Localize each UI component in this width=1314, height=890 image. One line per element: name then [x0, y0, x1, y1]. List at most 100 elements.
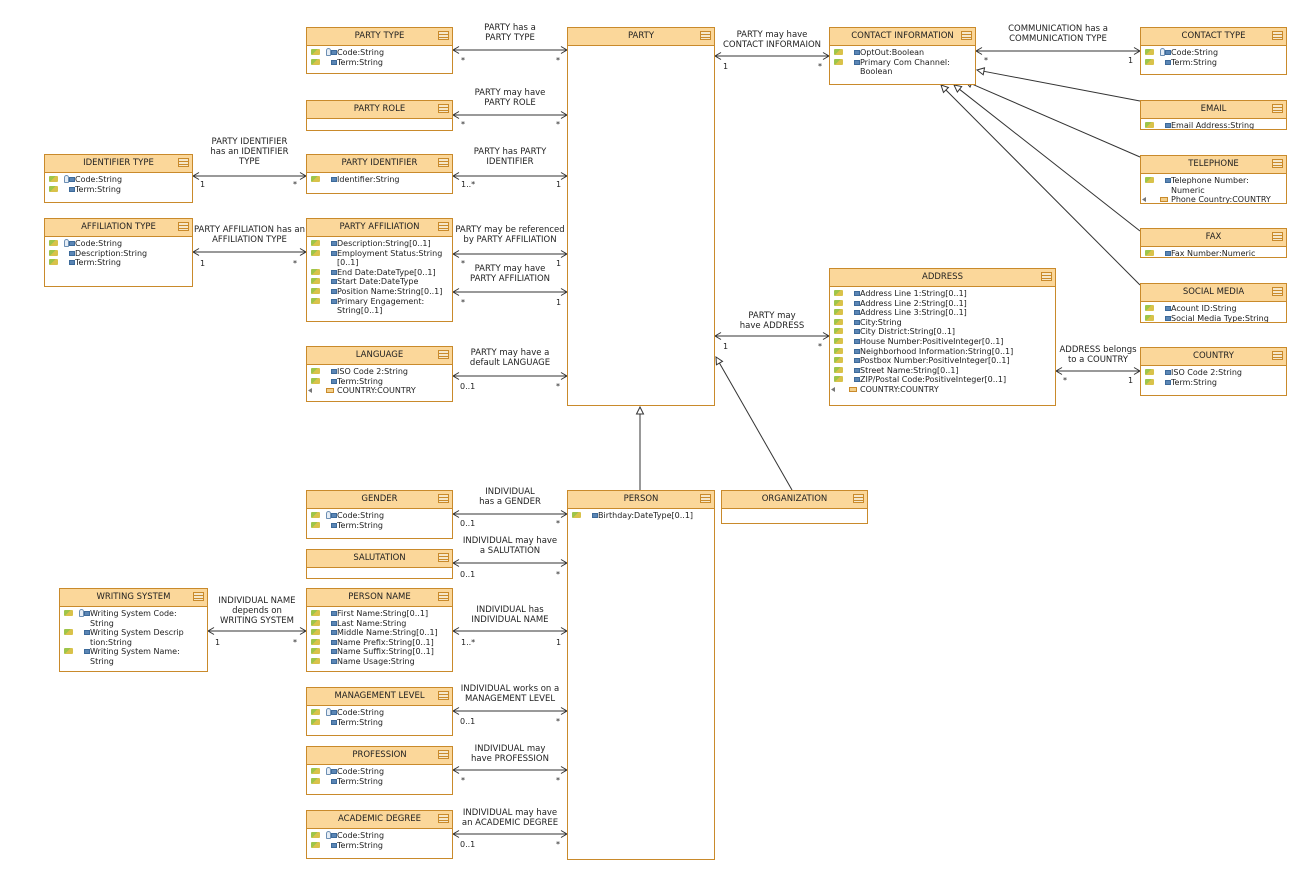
class-title: ADDRESS: [922, 272, 963, 282]
attribute-row: Description:String[0..1]: [307, 239, 452, 249]
class-header: SALUTATION: [307, 550, 452, 568]
attribute-row: ISO Code 2:String: [1141, 368, 1286, 378]
class-organization[interactable]: ORGANIZATION: [721, 490, 868, 524]
class-party[interactable]: PARTY: [567, 27, 715, 406]
attribute-text: First Name:String[0..1]: [337, 609, 429, 618]
generalization-telephone[interactable]: [963, 80, 1141, 158]
generalization-line: [719, 362, 793, 491]
attribute-row: Name Suffix:String[0..1]: [307, 647, 452, 657]
association-label: INDIVIDUAL NAME: [471, 615, 548, 625]
attribute-row: Writing System Descrip tion:String: [60, 628, 207, 647]
generalization-organization[interactable]: [715, 356, 793, 491]
attribute-text: COUNTRY:COUNTRY: [337, 386, 416, 396]
key-icon: [326, 708, 331, 716]
generalization-social_media[interactable]: [940, 84, 1141, 286]
class-party-identifier[interactable]: PARTY IDENTIFIER Identifier:String: [306, 154, 453, 194]
attribute-text: Description:String: [75, 248, 148, 258]
key-icon: [326, 831, 331, 839]
generalization-fax[interactable]: [953, 84, 1141, 232]
multiplicity-target: *: [556, 717, 560, 726]
attribute-pin-icon: [311, 648, 320, 655]
attribute-text: Code:String: [337, 511, 385, 520]
class-salutation[interactable]: SALUTATION: [306, 549, 453, 579]
attribute-row: Phone Country:COUNTRY: [1141, 195, 1286, 203]
association-label: INDIVIDUAL may have: [463, 536, 557, 546]
attribute-text: COUNTRY:COUNTRY: [860, 384, 939, 394]
class-table-icon: [1272, 159, 1283, 168]
class-title: PARTY IDENTIFIER: [341, 158, 418, 168]
attribute-pin-icon: [834, 376, 843, 383]
generalization-arrowhead: [635, 405, 645, 415]
class-table-icon: [1272, 351, 1283, 360]
attribute-text: Neighborhood Information:String[0..1]: [860, 346, 1014, 356]
attribute-text: Writing System Descrip tion:String: [90, 628, 184, 647]
attribute-pin-icon: [49, 240, 58, 246]
association-label: INDIVIDUAL may: [475, 744, 546, 754]
association-label: an ACADEMIC DEGREE: [462, 818, 558, 828]
datatype-icon: [854, 367, 860, 373]
attribute-row: COUNTRY:COUNTRY: [307, 386, 452, 396]
attribute-text: Identifier:String: [337, 175, 400, 184]
attribute-pin-icon: [311, 629, 320, 636]
datatype-icon: [84, 611, 90, 616]
attribute-text: Name Prefix:String[0..1]: [337, 637, 434, 647]
generalization-email[interactable]: [975, 67, 1141, 102]
attribute-pin-icon: [311, 638, 320, 645]
class-table-icon: [1272, 31, 1283, 40]
attribute-text: City:String: [860, 317, 902, 327]
datatype-icon: [331, 833, 337, 838]
attribute-row: Fax Number:Numeric: [1141, 249, 1286, 257]
class-table-icon: [178, 158, 189, 167]
association-label: PARTY AFFILIATION: [470, 274, 550, 284]
attribute-pin-icon: [311, 278, 320, 285]
generalization-person[interactable]: [635, 405, 645, 490]
attribute-text: End Date:DateType[0..1]: [337, 267, 436, 277]
attribute-text: City District:String[0..1]: [860, 327, 956, 337]
association-label: PARTY may have: [737, 30, 808, 40]
generalization-arrowhead: [953, 84, 963, 94]
class-party-role[interactable]: PARTY ROLE: [306, 100, 453, 131]
attribute-row: ISO Code 2:String: [307, 367, 452, 377]
